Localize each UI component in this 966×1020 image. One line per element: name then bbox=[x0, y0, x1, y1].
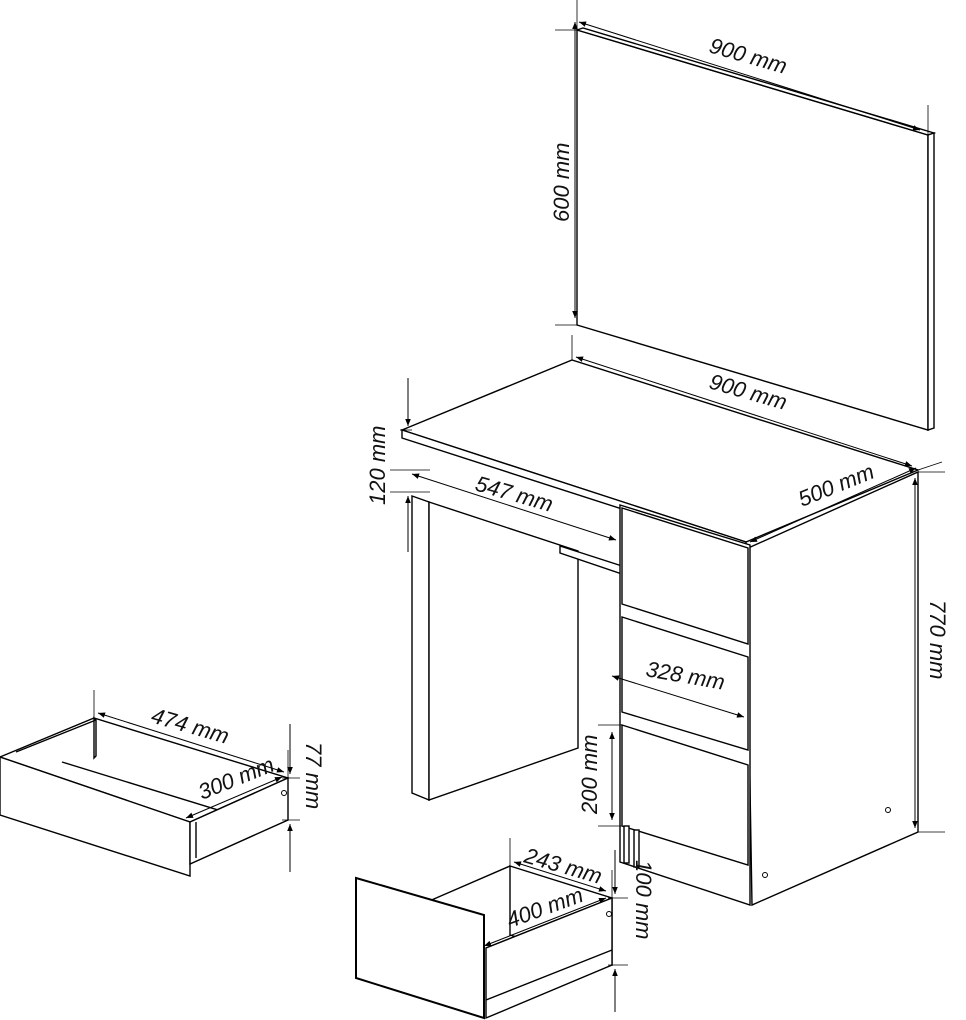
small-drawer-height-dimension: 77 mm bbox=[282, 724, 326, 872]
top-thickness-dimension: 120 mm bbox=[365, 378, 430, 552]
drawer-front-height-dimension: 200 mm bbox=[577, 724, 622, 827]
mirror-height-dimension: 600 mm bbox=[549, 22, 578, 326]
mirror bbox=[574, 27, 937, 431]
desk-height-dimension: 770 mm bbox=[912, 471, 950, 833]
top-thickness-label: 120 mm bbox=[365, 426, 390, 505]
desk-height-label: 770 mm bbox=[925, 600, 950, 679]
small-drawer bbox=[0, 716, 290, 877]
large-drawer-height-label: 100 mm bbox=[631, 860, 656, 939]
large-drawer-height-dimension: 100 mm bbox=[608, 850, 656, 1012]
small-drawer-height-label: 77 mm bbox=[301, 742, 326, 809]
desk bbox=[399, 359, 921, 907]
drawer-front-height-label: 200 mm bbox=[577, 735, 602, 815]
mirror-height-label: 600 mm bbox=[549, 143, 574, 222]
drawer-front-3 bbox=[621, 724, 749, 866]
drawer-front-1 bbox=[621, 507, 749, 645]
